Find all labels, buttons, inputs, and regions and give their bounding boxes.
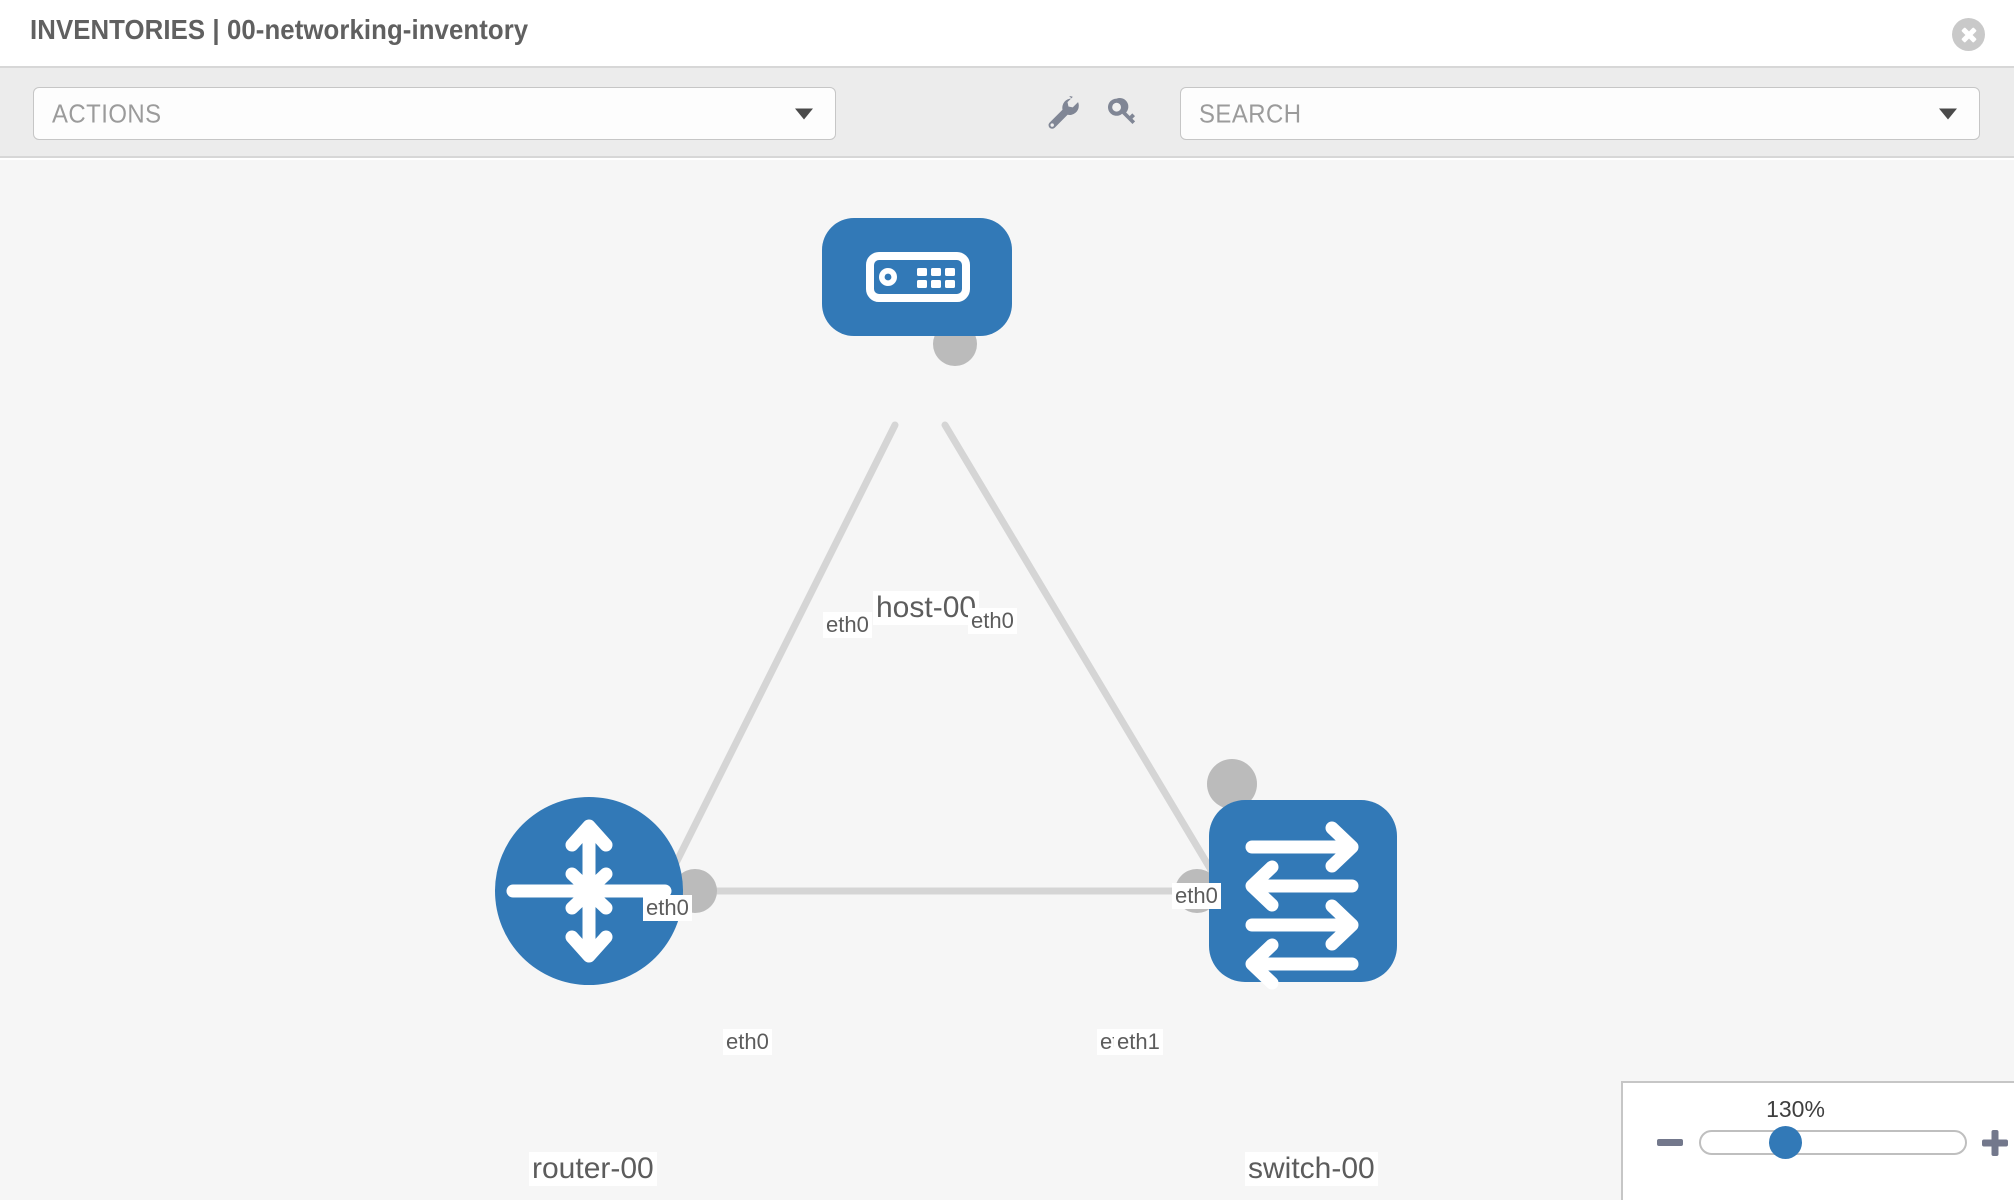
edge-label-host-router: eth0 — [823, 612, 872, 638]
edge-label-router-host: eth0 — [643, 895, 692, 921]
topology-canvas[interactable]: host-00 router-00 switch-00 eth0 eth0 et… — [0, 160, 2014, 1200]
node-label-router-00: router-00 — [529, 1152, 657, 1186]
chevron-down-icon[interactable] — [1939, 108, 1957, 119]
zoom-level-value: 130% — [1766, 1096, 1825, 1122]
node-label-switch-00: switch-00 — [1245, 1152, 1378, 1186]
actions-dropdown-label: ACTIONS — [52, 98, 162, 128]
router-arrows-icon — [506, 819, 672, 963]
key-icon[interactable] — [1098, 90, 1144, 136]
zoom-slider[interactable] — [1699, 1130, 1967, 1155]
search-input[interactable]: SEARCH — [1180, 87, 1980, 140]
search-placeholder: SEARCH — [1199, 98, 1302, 128]
close-icon[interactable] — [1952, 18, 1985, 51]
edge-label-router-switch: eth0 — [723, 1029, 772, 1055]
node-switch-00[interactable] — [1209, 800, 1397, 990]
topology-graph — [495, 218, 1397, 990]
title-bar: INVENTORIES | 00-networking-inventory — [0, 0, 2014, 68]
zoom-control-panel: 130% — [1621, 1081, 2014, 1200]
plus-icon[interactable] — [1981, 1129, 2009, 1157]
server-icon — [866, 252, 970, 302]
link-host-router — [656, 421, 899, 899]
breadcrumb: INVENTORIES | 00-networking-inventory — [30, 14, 529, 45]
wrench-icon[interactable] — [1039, 90, 1085, 136]
minus-icon[interactable] — [1657, 1139, 1683, 1146]
endpoint-switch-top — [1207, 759, 1257, 809]
switch-arrows-icon — [1245, 821, 1359, 990]
edge-label-switch-host: eth0 — [1172, 883, 1221, 909]
node-label-host-00: host-00 — [873, 591, 980, 625]
edge-label-host-switch: eth0 — [968, 608, 1017, 634]
chevron-down-icon — [795, 108, 813, 119]
node-host-00[interactable] — [822, 218, 1012, 336]
zoom-slider-thumb[interactable] — [1769, 1126, 1802, 1159]
edge-label-switch-router-eth1: eth1 — [1114, 1029, 1163, 1055]
toolbar: ACTIONS SEARCH — [0, 68, 2014, 158]
link-host-switch — [941, 421, 1236, 909]
node-router-00[interactable] — [495, 797, 683, 985]
actions-dropdown[interactable]: ACTIONS — [33, 87, 836, 140]
